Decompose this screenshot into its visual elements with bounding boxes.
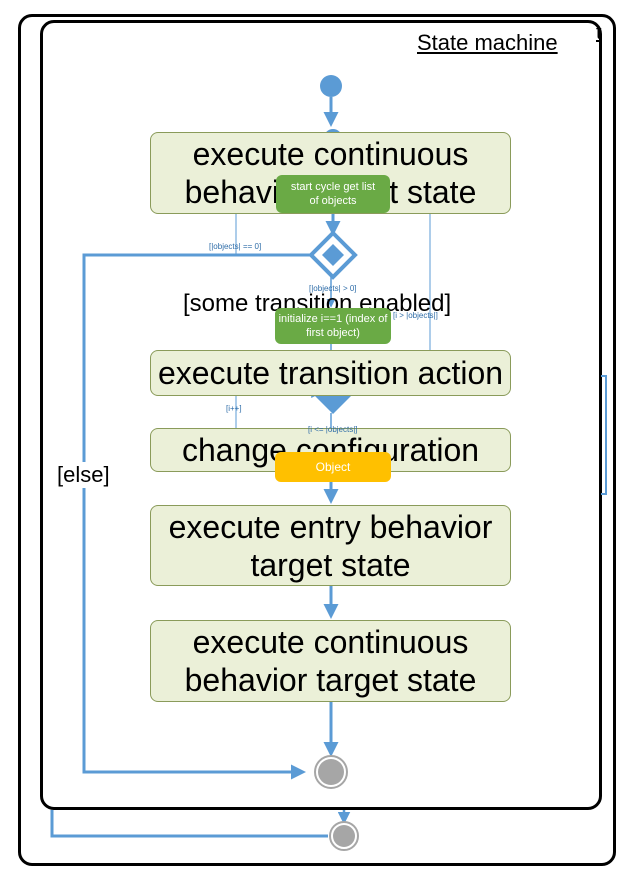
guard-i-less-equal: [i <= |objects|] bbox=[308, 425, 358, 434]
note-object: Object bbox=[275, 452, 391, 482]
note-start-cycle: start cycle get list of objects bbox=[276, 175, 390, 213]
action-execute-transition-action: execute transition action bbox=[150, 350, 511, 396]
action-execute-continuous-behavior-target: execute continuous behavior target state bbox=[150, 620, 511, 702]
action-execute-continuous-behavior-target-label: execute continuous behavior target state bbox=[184, 624, 477, 698]
flow-outer-loop bbox=[50, 810, 328, 838]
note-initialize-index-label: initialize i==1 (index of first object) bbox=[278, 313, 388, 339]
final-node bbox=[318, 759, 344, 785]
action-execute-entry-behavior-label: execute entry behavior target state bbox=[168, 508, 493, 583]
action-execute-entry-behavior: execute entry behavior target state bbox=[150, 505, 511, 586]
action-execute-transition-action-label: execute transition action bbox=[157, 355, 504, 391]
action-execute-continuous-behavior: execute continuous behavior target state bbox=[150, 132, 511, 214]
guard-else: [else] bbox=[55, 462, 112, 488]
flow-else bbox=[82, 253, 311, 780]
guard-objects-zero: [|objects| == 0] bbox=[209, 242, 262, 251]
note-start-cycle-label: start cycle get list of objects bbox=[290, 181, 376, 207]
initial-node bbox=[320, 75, 342, 97]
state-machine-title: State machine bbox=[415, 30, 560, 56]
decision-diamond-1-inner bbox=[322, 244, 344, 266]
state-machine-frame bbox=[40, 20, 602, 810]
guard-objects-positive: [|objects| > 0] bbox=[309, 284, 357, 293]
flow-right-bracket bbox=[601, 375, 607, 495]
guard-i-greater: [i > |objects|] bbox=[393, 311, 438, 320]
note-object-label: Object bbox=[315, 460, 351, 474]
outer-final-node bbox=[333, 825, 355, 847]
guard-i-increment: [i++] bbox=[226, 404, 242, 413]
note-initialize-index: initialize i==1 (index of first object) bbox=[275, 308, 391, 344]
